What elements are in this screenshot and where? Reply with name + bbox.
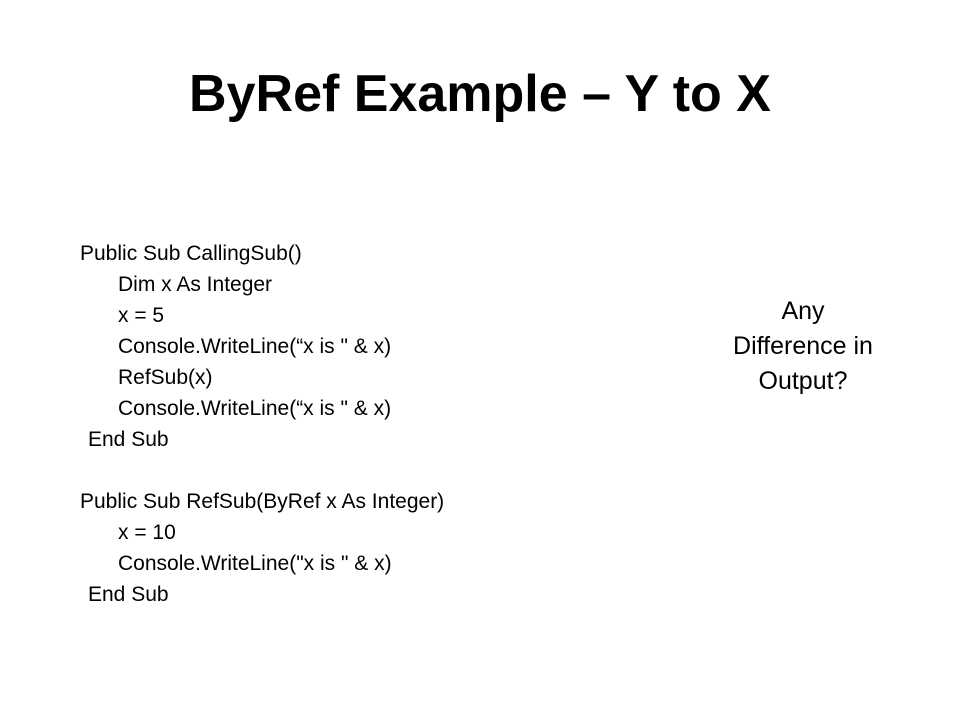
- code-line: Console.WriteLine(“x is " & x): [118, 335, 392, 358]
- code-line: Dim x As Integer: [118, 273, 273, 296]
- slide-title: ByRef Example – Y to X: [189, 65, 771, 123]
- code-line: End Sub: [88, 583, 169, 606]
- code-line: x = 10: [118, 521, 176, 544]
- code-line: [80, 455, 640, 486]
- code-line: x = 5: [118, 304, 165, 327]
- question-line: Difference in: [733, 332, 873, 360]
- code-line: End Sub: [88, 428, 169, 451]
- code-line: Console.WriteLine("x is " & x): [118, 552, 392, 575]
- code-line: Console.WriteLine(“x is " & x): [118, 397, 392, 420]
- code-line: RefSub(x): [118, 366, 213, 389]
- code-block: Public Sub CallingSub() Dim x As Integer x…: [80, 238, 640, 610]
- code-line: Public Sub CallingSub(): [80, 242, 302, 265]
- question-line: Any: [781, 297, 825, 325]
- question-line: Output?: [758, 367, 848, 395]
- code-line: Public Sub RefSub(ByRef x As Integer): [80, 490, 445, 513]
